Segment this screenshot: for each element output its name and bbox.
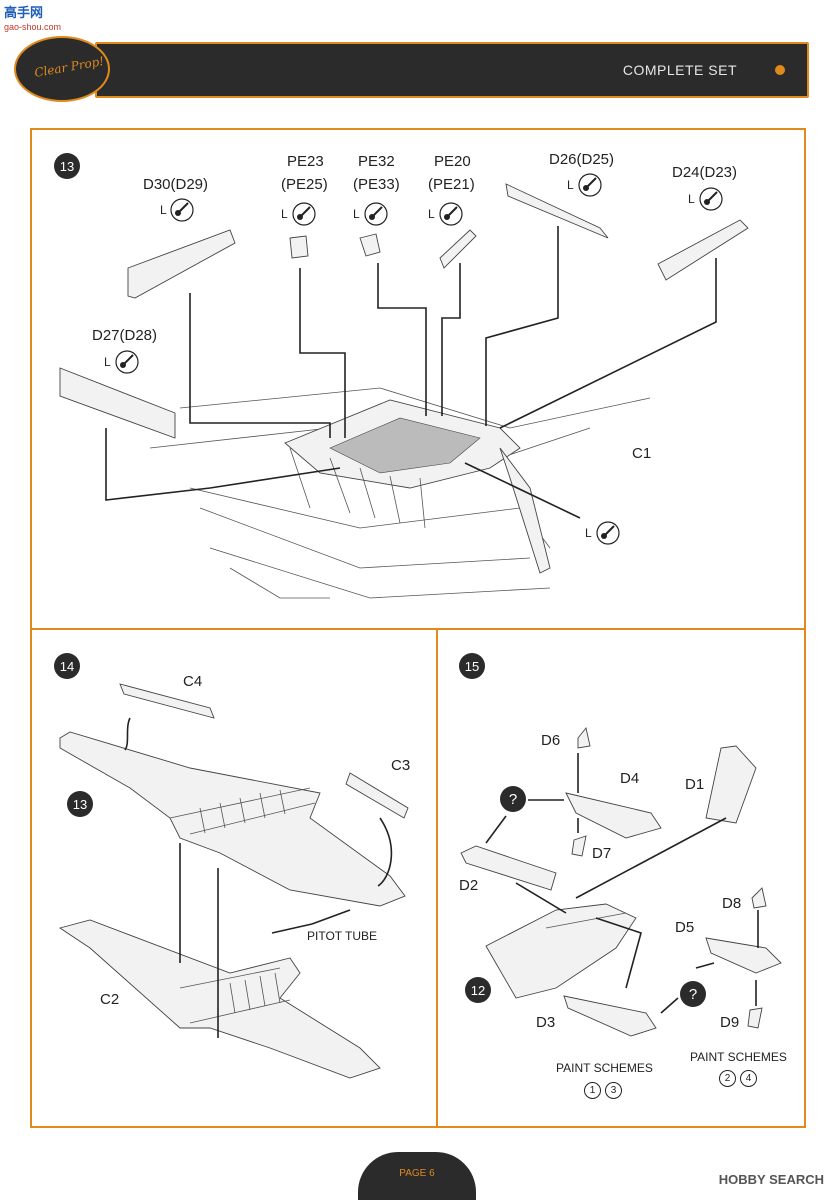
part-c4 [119,683,215,719]
scheme-number: 3 [605,1082,622,1099]
part-d1 [705,745,757,824]
label-pitot-tube: PITOT TUBE [307,929,378,943]
part-d8 [751,887,767,909]
paint-l-d24: L [688,192,695,206]
header-bar: COMPLETE SET [95,42,809,98]
watermark-brand: 高手网 [4,5,44,20]
step-15-panel [436,628,806,1128]
part-d24 [657,219,749,281]
page-number: PAGE 6 [399,1168,435,1179]
label-d4: D4 [620,770,640,787]
paint-brush-icon [115,350,139,374]
paint-l-d27: L [104,355,111,369]
part-d7 [571,835,587,857]
part-pe20 [439,229,477,269]
step-14-badge: 14 [54,653,80,679]
paint-brush-icon [364,202,388,226]
paint-brush-icon [439,202,463,226]
label-pe23: PE23 [287,153,324,170]
part-c3 [345,772,409,819]
part-d3 [563,995,657,1037]
header-title: COMPLETE SET [622,62,737,78]
label-c2: C2 [100,991,120,1008]
label-d26: D26(D25) [549,151,615,168]
paint-l-pe20: L [428,207,435,221]
question-badge-right: ? [680,981,706,1007]
paint-l-pe23: L [281,207,288,221]
label-pe20: PE20 [434,153,471,170]
step-14-drawing [58,683,409,1079]
label-d24: D24(D23) [672,164,738,181]
label-c4: C4 [183,673,203,690]
part-d27 [59,367,176,439]
step-15-drawing [460,726,782,1037]
label-d7: D7 [592,845,612,862]
label-d3: D3 [536,1014,556,1031]
scheme-number: 2 [719,1070,736,1087]
paint-l-pe32: L [353,207,360,221]
part-d30 [127,229,236,299]
step-13-drawing [59,183,749,599]
label-d9: D9 [720,1014,740,1031]
hobby-search-logo: HOBBY SEARCH [718,1172,824,1187]
paint-brush-icon [699,187,723,211]
step-15-badge: 15 [459,653,485,679]
step-15-ref-badge: 12 [465,977,491,1003]
label-d2: D2 [459,877,479,894]
paint-schemes-label-left: PAINT SCHEMES [556,1061,653,1075]
part-d4 [565,792,662,839]
question-badge-left: ? [500,786,526,812]
label-c1: C1 [632,445,652,462]
page-number-tab: PAGE 6 [358,1152,476,1200]
paint-brush-icon [170,198,194,222]
label-pe33: (PE33) [353,176,400,193]
part-d26 [505,183,609,239]
label-d1: D1 [685,776,705,793]
label-d5: D5 [675,919,695,936]
label-c3: C3 [391,757,411,774]
label-d30: D30(D29) [143,176,209,193]
paint-brush-icon [578,173,602,197]
paint-schemes-label-right: PAINT SCHEMES [690,1050,787,1064]
part-pe32 [359,233,381,257]
part-pe23 [289,235,309,259]
paint-brush-icon [596,521,620,545]
label-d27: D27(D28) [92,327,158,344]
paint-l-d26: L [567,178,574,192]
paint-brush-icon [292,202,316,226]
part-d6 [577,726,591,749]
header-dot-icon [775,65,785,75]
paint-l-d30: L [160,203,167,217]
scheme-number: 1 [584,1082,601,1099]
scheme-number: 4 [740,1070,757,1087]
logo-text: Clear Prop! [33,53,106,81]
label-d8: D8 [722,895,742,912]
step-14-ref-badge: 13 [67,791,93,817]
part-d5 [705,937,782,974]
label-pe32: PE32 [358,153,395,170]
step-13-badge: 13 [54,153,80,179]
brand-logo: Clear Prop! [14,36,110,102]
part-d2 [460,845,557,891]
watermark-url: gao-shou.com [4,22,62,32]
label-d6: D6 [541,732,561,749]
paint-l-cockpit: L [585,526,592,540]
part-d9 [747,1007,763,1029]
label-pe25: (PE25) [281,176,328,193]
label-pe21: (PE21) [428,176,475,193]
